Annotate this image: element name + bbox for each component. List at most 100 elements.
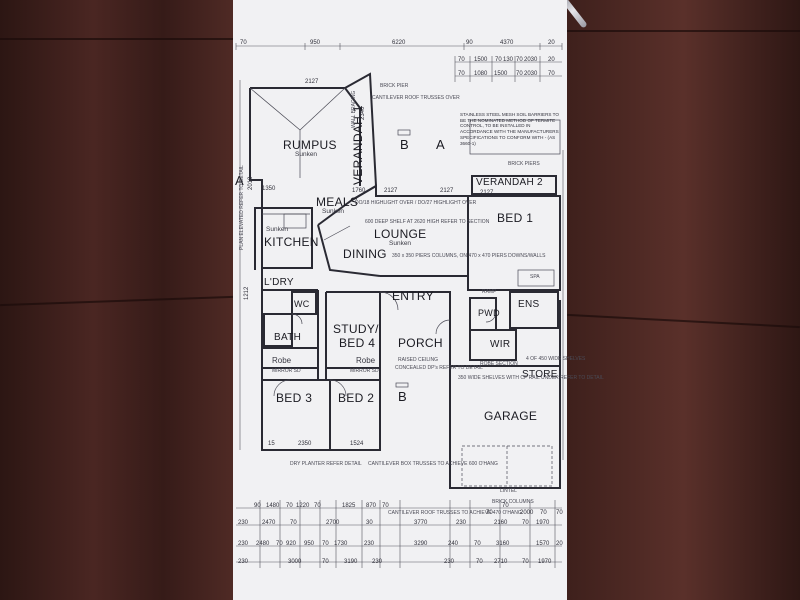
- dim-top-2-1: 1500: [474, 57, 488, 63]
- dim-bot-3-1: 2480: [256, 541, 270, 547]
- note-brick-piers-right: BRICK PIERS: [508, 161, 540, 167]
- dim-top-3-5: 70: [548, 71, 555, 77]
- dim-bot-3-0: 230: [238, 541, 249, 547]
- dim-bot-4-2: 70: [322, 559, 329, 565]
- room-verandah-2: VERANDAH 2: [476, 177, 543, 188]
- dim-bot-3-3: 920: [286, 541, 297, 547]
- section-marker-a-left: A: [235, 173, 244, 188]
- room-kitchen-sunken: Sunken: [266, 226, 289, 233]
- dim-2127-a: 2127: [384, 188, 398, 194]
- dim-1212: 1212: [244, 286, 250, 300]
- note-cantilever-top: CANTILEVER ROOF TRUSSES OVER: [372, 95, 460, 101]
- room-garage: GARAGE: [484, 409, 538, 423]
- dim-bot-3-11: 3160: [496, 541, 510, 547]
- dim-rumpus-height: 2340: [360, 106, 366, 120]
- note-highlight: DO/18 HIGHLIGHT OVER / DO/27 HIGHLIGHT O…: [355, 200, 477, 206]
- note-raised-ceiling: RAISED CEILING: [398, 357, 439, 363]
- dim-2127-c: 2127: [480, 190, 494, 196]
- wood-background-left: [0, 0, 233, 600]
- dim-bot-4-0: 230: [238, 559, 249, 565]
- dim-bot-4-8: 70: [522, 559, 529, 565]
- note-ramp: RAMP: [482, 289, 497, 295]
- dim-top-2-4: 70: [516, 57, 523, 63]
- room-meals: MEALS: [316, 195, 359, 209]
- room-meals-sunken: Sunken: [322, 208, 345, 215]
- dim-top-2-6: 20: [548, 57, 555, 63]
- note-columns: 350 x 350 PIERS COLUMNS, ON 470 x 470 PI…: [392, 253, 546, 259]
- dim-bot-4-1: 3000: [288, 559, 302, 565]
- section-marker-b-top: B: [400, 137, 409, 152]
- spa-label: SPA: [530, 274, 540, 280]
- dim-top-2-3: 130: [503, 57, 514, 63]
- dim-bot-1-9: 70: [502, 503, 509, 509]
- dim-15: 15: [268, 441, 275, 447]
- dim-bot-1-4: 70: [314, 503, 321, 509]
- wood-background-right: [567, 0, 800, 600]
- dim-top-1-1: 950: [310, 40, 321, 46]
- note-brick-columns: BRICK COLUMNS: [492, 499, 534, 505]
- dim-bot-3-8: 3290: [414, 541, 428, 547]
- room-bath: BATH: [274, 332, 302, 343]
- dim-bot-1-11: 70: [540, 510, 547, 516]
- dim-bot-1-0: 90: [254, 503, 261, 509]
- termite-note: STAINLESS STEEL MESH SOIL BARRIERS TO BE…: [460, 112, 559, 146]
- dim-bot-1-2: 70: [286, 503, 293, 509]
- plank-seam: [567, 30, 800, 32]
- dim-bot-4-7: 2710: [494, 559, 508, 565]
- dim-bot-3-2: 70: [276, 541, 283, 547]
- dim-top-1-3: 90: [466, 40, 473, 46]
- note-wall-bracing: WALL BRACING: [351, 90, 357, 128]
- dim-bot-3-4: 950: [304, 541, 315, 547]
- note-robe-section: ROBE SECTION: [480, 361, 518, 367]
- note-mirror-left: MIRROR SD: [272, 368, 301, 374]
- dim-bot-3-9: 240: [448, 541, 459, 547]
- dim-bot-4-3: 3190: [344, 559, 358, 565]
- dim-bot-2-9: 1970: [536, 520, 550, 526]
- room-bed-3: BED 3: [276, 391, 313, 405]
- room-store: STORE: [522, 369, 558, 380]
- dim-top-2-2: 70: [495, 57, 502, 63]
- dim-bot-2-4: 30: [366, 520, 373, 526]
- room-porch: PORCH: [398, 336, 443, 350]
- dim-bot-2-6: 230: [456, 520, 467, 526]
- dim-bot-2-7: 2160: [494, 520, 508, 526]
- note-mirror-right: MIRROR SD: [350, 368, 379, 374]
- dim-bot-1-6: 870: [366, 503, 377, 509]
- dim-top-3-4: 2030: [524, 71, 538, 77]
- room-bed-2: BED 2: [338, 391, 375, 405]
- dim-1524: 1524: [350, 441, 364, 447]
- dim-1350: 1350: [262, 186, 276, 192]
- dim-bot-1-1: 1480: [266, 503, 280, 509]
- dim-bot-3-7: 230: [364, 541, 375, 547]
- room-walk-in-robe: WIR: [490, 339, 511, 350]
- dim-bot-3-12: 1570: [536, 541, 550, 547]
- note-shelves: 350 WIDE SHELVES WITH CP RAIL UNDER REFE…: [458, 375, 604, 381]
- note-sunken-kitchen: PLAN ELEVATED REFER TO DETAIL: [239, 165, 245, 250]
- room-bed-4: BED 4: [339, 336, 376, 350]
- dim-bot-1-8: 70: [486, 510, 493, 516]
- room-ensuite: ENS: [518, 299, 540, 310]
- dim-2127-b: 2127: [440, 188, 454, 194]
- dim-top-3-2: 1500: [494, 71, 508, 77]
- room-study: STUDY/: [333, 322, 379, 336]
- room-rumpus-sunken: Sunken: [295, 151, 318, 158]
- room-lounge: LOUNGE: [374, 227, 427, 241]
- room-dining: DINING: [343, 247, 387, 261]
- dim-2350: 2350: [298, 441, 312, 447]
- dim-bot-3-6: 1730: [334, 541, 348, 547]
- dim-top-2-5: 2030: [524, 57, 538, 63]
- room-rumpus: RUMPUS: [283, 138, 337, 152]
- dim-bot-1-10: 2000: [520, 510, 534, 516]
- note-lintel: LINTEL: [500, 488, 517, 494]
- room-wc: WC: [294, 299, 310, 309]
- dim-bot-4-4: 230: [372, 559, 383, 565]
- dim-bot-1-12: 70: [556, 510, 563, 516]
- dim-bot-2-5: 3770: [414, 520, 428, 526]
- dim-bot-3-10: 70: [474, 541, 481, 547]
- note-cantilever-bottom: CANTILEVER BOX TRUSSES TO ACHIEVE 600 O'…: [368, 461, 498, 467]
- dim-top-3-3: 70: [516, 71, 523, 77]
- dim-bot-1-3: 1220: [296, 503, 310, 509]
- note-cantilever-roof-bottom: CANTILEVER ROOF TRUSSES TO ACHIEVE 470 O…: [388, 510, 522, 516]
- dim-1760: 1760: [352, 188, 366, 194]
- dim-bot-3-5: 70: [322, 541, 329, 547]
